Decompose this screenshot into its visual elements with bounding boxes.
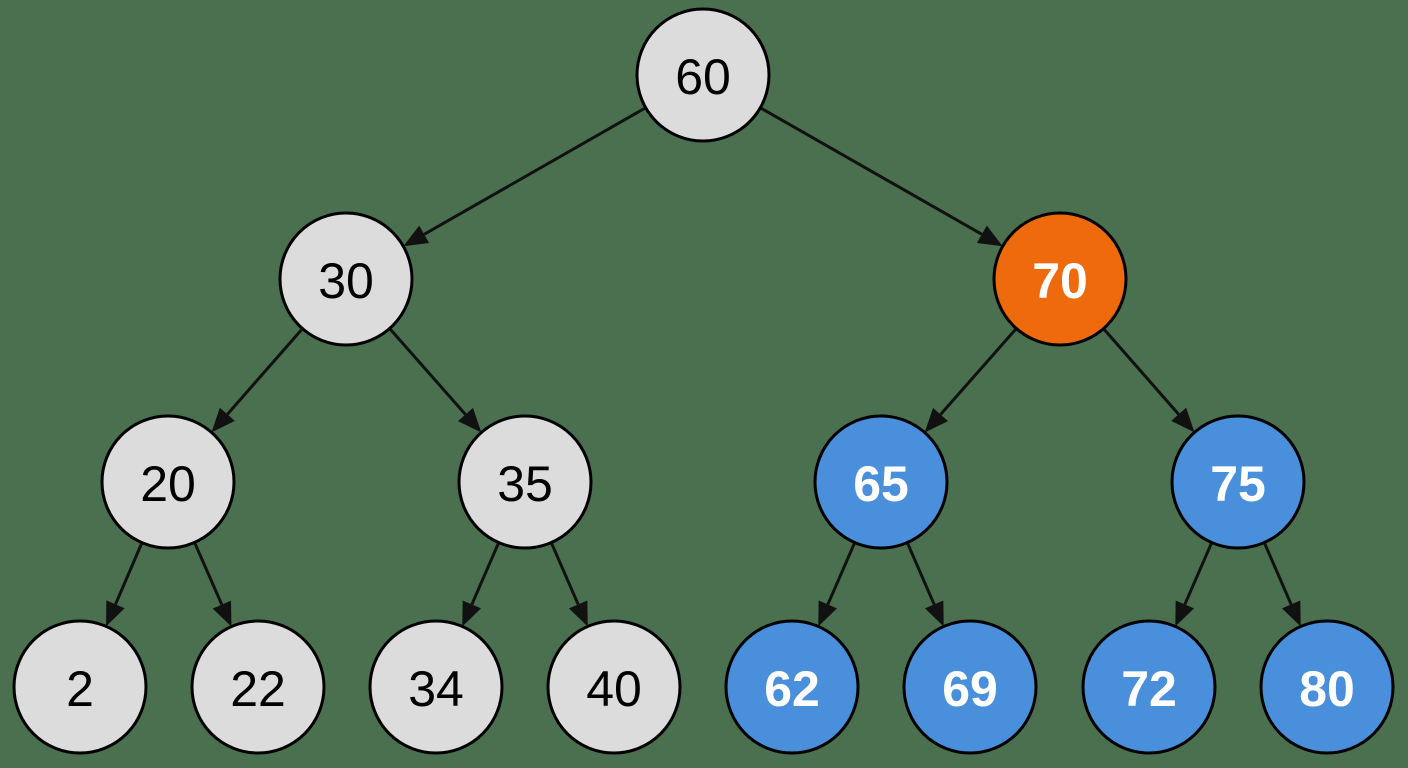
node-circle: [902, 619, 1038, 755]
edge-line: [114, 542, 144, 605]
tree-node-80: 80: [1259, 619, 1395, 755]
tree-node-2: 2: [12, 619, 148, 755]
node-value-label: 65: [853, 456, 909, 512]
node-circle: [100, 414, 236, 550]
node-value-label: 30: [318, 253, 374, 309]
node-value-label: 70: [1032, 253, 1088, 309]
tree-node-40: 40: [546, 619, 682, 755]
edge-n30-n35: [388, 327, 482, 433]
node-value-label: 20: [140, 456, 196, 512]
node-value-label: 69: [942, 661, 998, 717]
arrowhead-icon: [924, 407, 949, 433]
node-circle: [1259, 619, 1395, 755]
tree-node-65: 65: [813, 414, 949, 550]
edge-n30-n20: [211, 327, 304, 433]
edge-line: [226, 327, 304, 416]
edge-line: [1102, 327, 1180, 416]
node-circle: [1081, 619, 1217, 755]
node-value-label: 34: [408, 661, 464, 717]
tree-node-70: 70: [992, 211, 1128, 347]
tree-node-72: 72: [1081, 619, 1217, 755]
arrowhead-icon: [462, 600, 482, 627]
edge-line: [905, 541, 936, 606]
edge-n75-n72: [1175, 541, 1214, 627]
tree-node-60: 60: [635, 7, 771, 143]
edge-n35-n40: [549, 541, 588, 627]
node-circle: [1170, 414, 1306, 550]
node-circle: [813, 414, 949, 550]
edge-line: [939, 327, 1018, 416]
tree-node-69: 69: [902, 619, 1038, 755]
tree-node-34: 34: [368, 619, 504, 755]
node-circle: [635, 7, 771, 143]
edge-line: [826, 541, 857, 606]
edge-line: [470, 541, 501, 606]
edge-line: [759, 106, 983, 236]
node-circle: [12, 619, 148, 755]
edge-n35-n34: [462, 541, 501, 627]
edge-n70-n65: [924, 327, 1018, 433]
node-circle: [992, 211, 1128, 347]
arrowhead-icon: [1281, 600, 1301, 627]
node-value-label: 62: [764, 661, 820, 717]
edge-n70-n75: [1102, 327, 1195, 433]
edge-line: [549, 541, 580, 606]
edge-n75-n80: [1262, 541, 1301, 627]
node-circle: [546, 619, 682, 755]
tree-node-62: 62: [724, 619, 860, 755]
node-circle: [457, 414, 593, 550]
tree-node-30: 30: [278, 211, 414, 347]
edge-line: [388, 327, 467, 416]
edge-n60-n30: [403, 106, 647, 247]
edge-n20-n22: [193, 541, 232, 627]
edge-n20-n2: [106, 542, 144, 627]
node-value-label: 2: [66, 661, 94, 717]
node-circle: [724, 619, 860, 755]
arrowhead-icon: [1171, 407, 1195, 433]
edge-n65-n69: [905, 541, 944, 627]
arrowhead-icon: [818, 600, 838, 627]
arrowhead-icon: [211, 407, 235, 433]
edge-line: [193, 541, 224, 606]
arrowhead-icon: [212, 600, 232, 627]
node-value-label: 40: [586, 661, 642, 717]
node-circle: [278, 211, 414, 347]
node-value-label: 60: [675, 49, 731, 105]
arrowhead-icon: [976, 225, 1003, 247]
tree-node-22: 22: [190, 619, 326, 755]
tree-node-20: 20: [100, 414, 236, 550]
node-value-label: 80: [1299, 661, 1355, 717]
tree-node-35: 35: [457, 414, 593, 550]
arrowhead-icon: [568, 600, 588, 627]
node-value-label: 22: [230, 661, 286, 717]
arrowhead-icon: [924, 600, 944, 627]
node-circle: [368, 619, 504, 755]
node-value-label: 72: [1121, 661, 1177, 717]
tree-node-75: 75: [1170, 414, 1306, 550]
edge-n60-n70: [759, 106, 1003, 247]
edge-n65-n62: [818, 541, 857, 627]
edge-line: [1262, 541, 1293, 606]
edge-line: [423, 106, 647, 236]
arrowhead-icon: [403, 225, 430, 247]
edge-line: [1183, 541, 1214, 606]
node-value-label: 35: [497, 456, 553, 512]
node-value-label: 75: [1210, 456, 1266, 512]
node-circle: [190, 619, 326, 755]
arrowhead-icon: [1175, 600, 1195, 627]
arrowhead-icon: [457, 407, 482, 433]
arrowhead-icon: [106, 600, 125, 627]
tree-edges: [106, 106, 1301, 627]
